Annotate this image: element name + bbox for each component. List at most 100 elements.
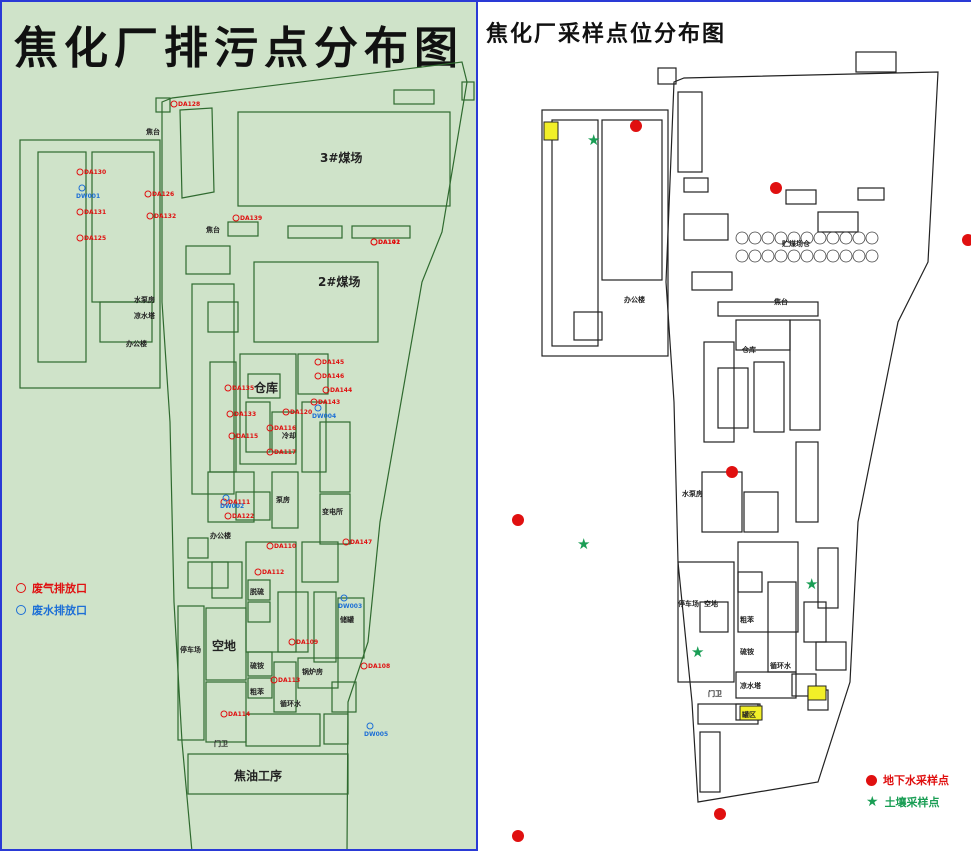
gas-outlet-marker	[360, 662, 368, 670]
water-outlet-marker	[222, 494, 230, 502]
coal-silo-circle	[787, 231, 801, 245]
gas-outlet-code: DA143	[318, 399, 340, 406]
gas-outlet-code: DA128	[178, 101, 200, 108]
coal-tower-label: 焦台	[205, 225, 220, 234]
office-label-2: 办公楼	[210, 531, 231, 540]
tank-area-highlight	[739, 705, 763, 721]
coal-silo-circle	[800, 249, 814, 263]
legend-soil: ★ 土壤采样点	[866, 794, 949, 810]
gas-outlet-code: DA115	[236, 433, 258, 440]
gas-outlet-marker	[224, 384, 232, 392]
circulating-label: 循环水	[280, 699, 302, 708]
water-outlet-marker	[78, 184, 86, 192]
coal-silo-circle	[748, 249, 762, 263]
legend-gas-outlet: 废气排放口	[16, 580, 87, 596]
gas-outlet-marker	[266, 424, 274, 432]
legend-soil-label: 土壤采样点	[884, 796, 940, 809]
crude-benzene-label: 粗苯	[250, 687, 265, 696]
groundwater-sample-point	[770, 182, 782, 194]
gas-outlet-code: DA109	[296, 639, 318, 646]
coal-yard-3-label: 3#煤场	[320, 150, 362, 165]
gas-outlet-code: DA112	[262, 569, 284, 576]
soil-sample-point: ★	[691, 643, 704, 661]
sample-points: ★★★★	[512, 120, 971, 842]
storage-label: 储罐	[339, 615, 354, 624]
gas-outlet-marker	[228, 432, 236, 440]
coal-silo-circle	[813, 231, 827, 245]
gas-outlet-code: DA113	[278, 677, 300, 684]
groundwater-sample-point	[714, 808, 726, 820]
coal-silo-circle	[852, 249, 866, 263]
parking-label: 停车场	[180, 645, 201, 654]
gas-outlet-marker	[266, 542, 274, 550]
gas-outlet-code: DA141	[378, 239, 400, 246]
right-plant-layout: 贮煤场仓 焦台 仓库 空地 办公楼 水泵房 凉水塔 硫铵 粗苯 停车场 门卫 罐…	[512, 51, 971, 842]
right-warehouse-label: 仓库	[741, 345, 756, 354]
groundwater-sample-point	[512, 830, 524, 842]
boiler-label: 锅炉房	[301, 667, 323, 676]
cooling-label: 冷却	[282, 431, 296, 440]
emission-markers: DA128DA130DA126DA131DA139DA132DA125DA141…	[76, 100, 400, 738]
right-map-title: 焦化厂采样点位分布图	[486, 21, 727, 47]
gas-outlet-code: DA147	[350, 539, 372, 546]
right-open-space	[677, 561, 735, 683]
gas-outlet-marker	[76, 234, 84, 242]
gate-label: 门卫	[214, 739, 228, 748]
gas-outlet-code: DA146	[322, 373, 344, 380]
gas-outlet-code: DA116	[274, 425, 296, 432]
blue-ring-icon	[16, 605, 26, 615]
red-ring-icon	[16, 583, 26, 593]
coal-silo-circle	[761, 231, 775, 245]
gas-outlet-code: DA126	[152, 191, 174, 198]
coal-silo-circle	[761, 249, 775, 263]
right-cooling-tower-label: 凉水塔	[740, 681, 762, 690]
right-map-panel: 焦化厂采样点位分布图	[478, 0, 971, 851]
coal-silo-circle	[839, 231, 853, 245]
gas-outlet-marker	[314, 372, 322, 380]
right-parking-label: 停车场	[678, 599, 699, 608]
gas-outlet-code: DA144	[330, 387, 352, 394]
tar-process-label: 焦油工序	[233, 768, 282, 783]
gas-outlet-code: DA111	[228, 499, 250, 506]
coal-yard-2	[253, 261, 379, 343]
gas-outlet-code: DA125	[84, 235, 106, 242]
water-outlet-marker	[366, 722, 374, 730]
green-star-icon: ★	[866, 794, 879, 810]
annex-boundary	[19, 139, 161, 389]
gas-outlet-code: DA114	[228, 711, 250, 718]
open-space-block	[205, 607, 247, 681]
water-outlet-code: DW001	[76, 193, 100, 200]
soil-sample-point: ★	[805, 575, 818, 593]
gas-outlet-code: DA132	[154, 213, 176, 220]
left-plant-layout: 3#煤场 2#煤场 焦台 焦台 仓库 空地 焦油工序 办公楼 办公楼 水泵房 凉…	[19, 61, 475, 849]
legend-water-label: 废水排放口	[32, 604, 87, 617]
highlight-box-2	[807, 685, 827, 701]
desulfur-label: 脱硫	[250, 587, 264, 596]
gas-outlet-marker	[310, 398, 318, 406]
right-office-label: 办公楼	[624, 295, 645, 304]
legend-water-outlet: 废水排放口	[16, 602, 87, 618]
right-coal-yard-label: 贮煤场仓	[781, 239, 811, 248]
gas-outlet-marker	[322, 386, 330, 394]
gas-outlet-marker	[76, 168, 84, 176]
coal-silo-circle	[787, 249, 801, 263]
right-crude-benzene-label: 粗苯	[740, 615, 755, 624]
gas-outlet-marker	[342, 538, 350, 546]
left-legend: 废气排放口 废水排放口	[16, 580, 87, 624]
highlight-box-1	[543, 121, 559, 141]
open-space-label: 空地	[212, 638, 236, 653]
gas-outlet-marker	[224, 512, 232, 520]
gas-outlet-code: DA117	[274, 449, 296, 456]
right-coal-tower-label: 焦台	[773, 297, 788, 306]
warehouse-block	[247, 373, 281, 399]
coal-storage-silos	[735, 231, 879, 263]
gas-outlet-marker	[220, 498, 228, 506]
coal-silo-circle	[774, 231, 788, 245]
sulfur-label: 硫铵	[250, 661, 264, 670]
groundwater-sample-point	[512, 514, 524, 526]
right-site-boundary	[665, 71, 939, 803]
gas-outlet-marker	[266, 448, 274, 456]
gas-outlet-code: DA145	[322, 359, 344, 366]
pump-label: 泵房	[275, 495, 290, 504]
gas-outlet-marker	[170, 100, 178, 108]
